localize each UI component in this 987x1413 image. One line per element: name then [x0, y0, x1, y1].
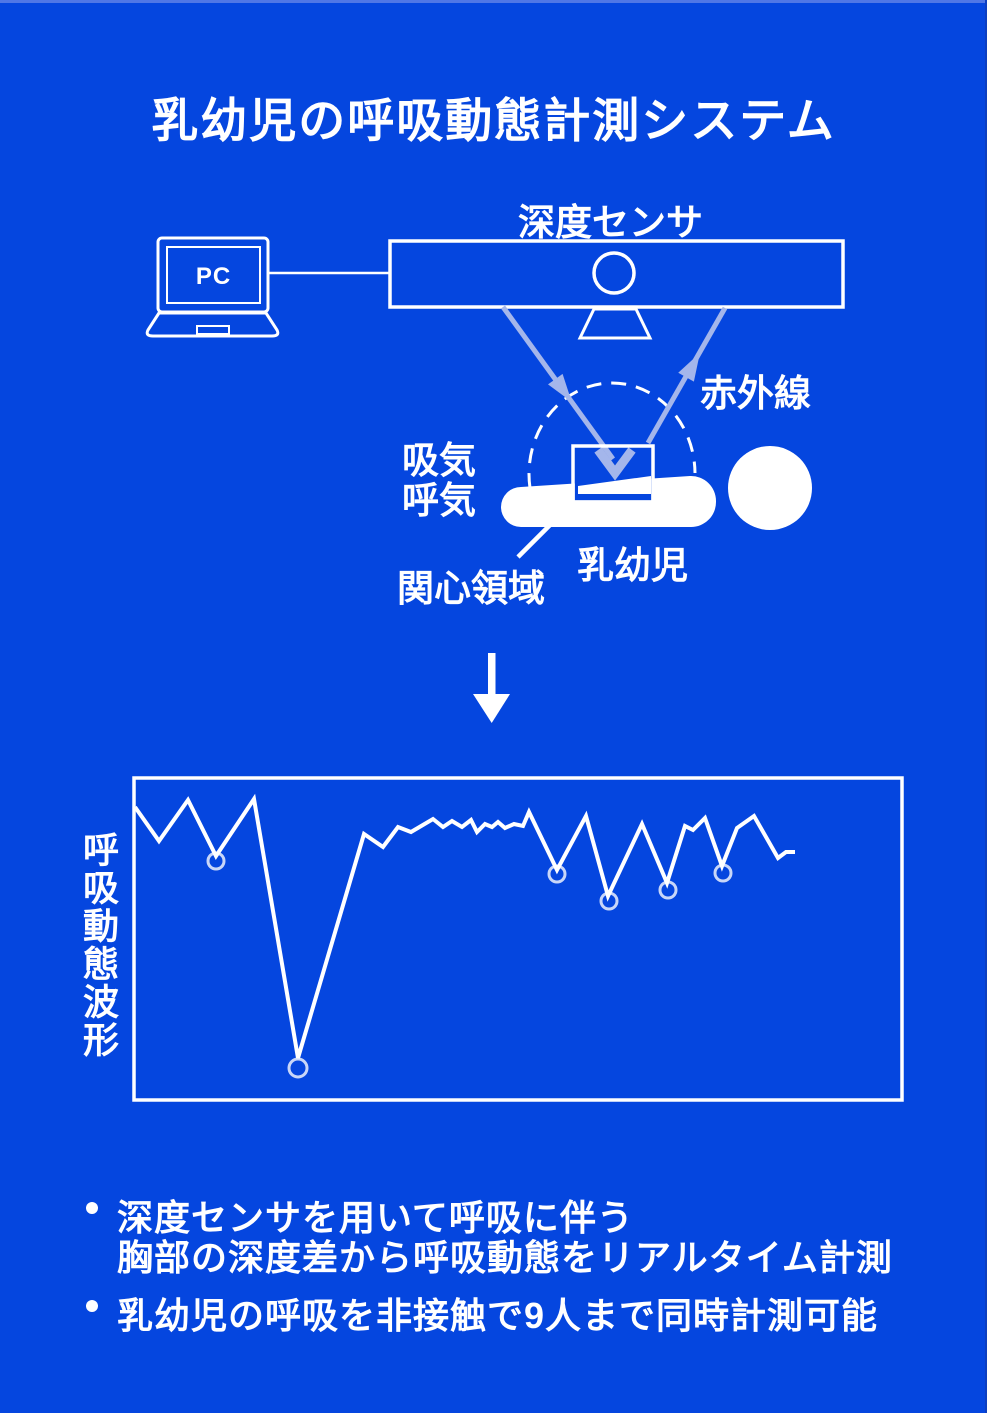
waveform-axis-label: 呼吸動態波形	[78, 831, 119, 1059]
roi-pointer-arrow-icon	[516, 502, 573, 559]
infrared-label: 赤外線	[700, 373, 811, 414]
waveform-dip-marker-circle	[206, 851, 226, 871]
laptop-touchpad	[196, 325, 230, 335]
infant-chest-in-roi	[578, 476, 651, 494]
laptop-base	[145, 311, 280, 338]
laptop-icon	[145, 236, 280, 338]
bullet1-line1: 深度センサを用いて呼吸に伴う	[117, 1197, 634, 1238]
infant-head	[728, 446, 812, 530]
waveform-dip-marker-circle	[599, 891, 619, 911]
ir-return-arrowhead-icon	[678, 352, 700, 382]
ir-emit-arrowhead-icon	[548, 373, 572, 402]
roi-box	[571, 444, 655, 504]
waveform-dip-marker-circle	[287, 1057, 309, 1079]
waveform-dip-marker-circle	[658, 880, 678, 900]
waveform-dip-markers	[206, 851, 733, 1079]
roi-label: 関心領域	[397, 568, 545, 609]
laptop-screen-inner	[166, 246, 261, 304]
bullet2-line1: 乳幼児の呼吸を非接触で9人まで同時計測可能	[117, 1295, 879, 1336]
waveform-dip-marker-circle	[547, 864, 567, 884]
bullet-dot-icon	[86, 1300, 98, 1312]
inhale-label: 吸気	[402, 440, 476, 481]
sensor-lens	[592, 251, 636, 295]
infant-label: 乳幼児	[577, 545, 688, 586]
depth-sensor-label: 深度センサ	[518, 202, 703, 243]
exhale-label: 呼気	[402, 480, 476, 521]
infant-figure	[501, 446, 812, 530]
sensor-stand	[577, 307, 653, 340]
top-edge-strip	[0, 0, 987, 3]
infrared-beams	[500, 305, 728, 481]
waveform-frame	[132, 776, 904, 1102]
waveform-dip-marker-circle	[713, 863, 733, 883]
ir-chevron-on-chest-icon	[594, 447, 636, 481]
right-edge-strip	[985, 0, 987, 1413]
page-title: 乳幼児の呼吸動態計測システム	[151, 94, 836, 147]
bullet1-line2: 胸部の深度差から呼吸動態をリアルタイム計測	[117, 1237, 893, 1278]
respiration-waveform-line	[133, 793, 795, 1059]
bullet-dot-icon	[86, 1202, 98, 1214]
sensor-body	[388, 239, 845, 309]
depth-sensor-icon	[388, 239, 845, 340]
pc-label: PC	[195, 263, 232, 290]
flow-down-arrow-icon	[473, 653, 510, 723]
